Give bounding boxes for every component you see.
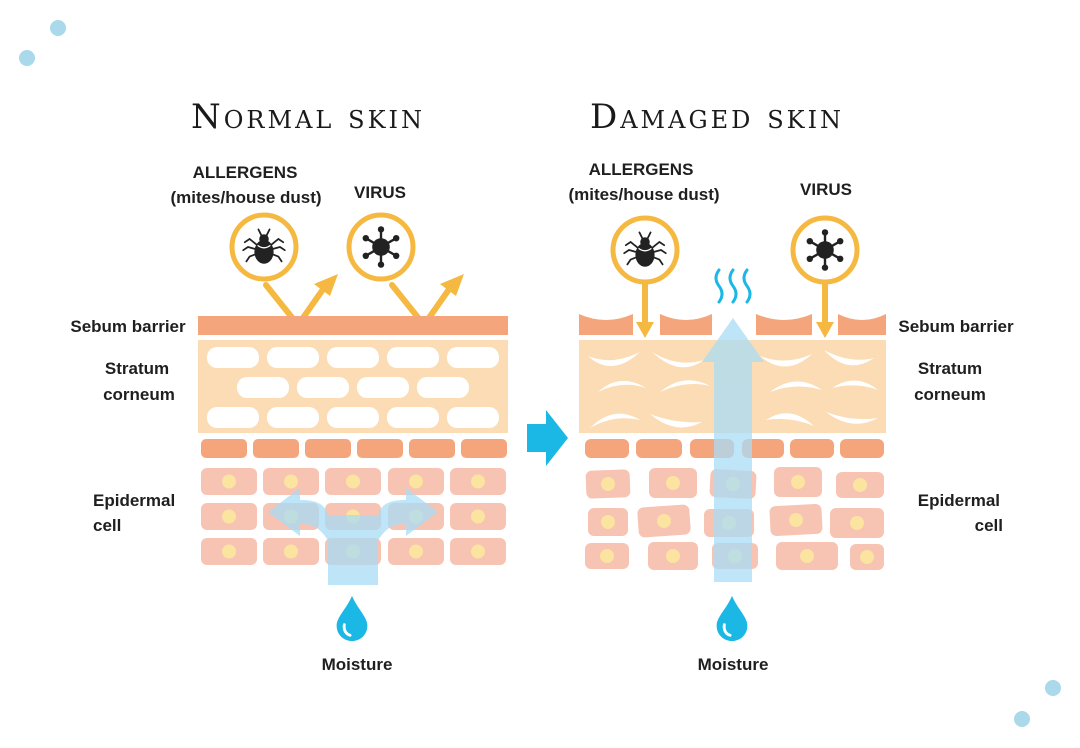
corneocyte bbox=[387, 407, 439, 428]
cell-nucleus bbox=[471, 474, 485, 489]
corneocyte bbox=[417, 377, 469, 398]
damaged-virus-badge bbox=[790, 215, 860, 285]
cell-nucleus bbox=[409, 474, 423, 489]
normal-skin-title: Normal skin bbox=[191, 97, 425, 137]
corneocyte bbox=[447, 407, 499, 428]
cell-nucleus bbox=[222, 474, 236, 489]
corneocyte bbox=[237, 377, 289, 398]
decorative-dots bbox=[19, 20, 1061, 727]
damaged-moisture-label: Moisture bbox=[698, 655, 769, 674]
normal-moisture-label: Moisture bbox=[322, 655, 393, 674]
corneocyte bbox=[387, 347, 439, 368]
basal-cell bbox=[461, 439, 507, 458]
cell-nucleus bbox=[222, 509, 236, 524]
evaporation-waves-icon bbox=[714, 268, 752, 304]
basal-cell bbox=[201, 439, 247, 458]
damaged-allergen-badge bbox=[610, 215, 680, 285]
corneocyte bbox=[267, 347, 319, 368]
damaged-sebum-barrier-label: Sebum barrier bbox=[898, 317, 1014, 336]
damaged-penetration-arrows bbox=[636, 280, 834, 338]
normal-water-drop-icon bbox=[335, 594, 369, 642]
damaged-stratum-cells bbox=[588, 350, 878, 428]
normal-epidermal-label-2: cell bbox=[93, 516, 121, 535]
cell-nucleus bbox=[471, 509, 485, 524]
normal-virus-label: VIRUS bbox=[354, 183, 406, 202]
cell-nucleus bbox=[284, 544, 298, 559]
damaged-allergens-label: ALLERGENS bbox=[589, 160, 694, 179]
damaged-virus-label: VIRUS bbox=[800, 180, 852, 199]
normal-sebum-barrier-label: Sebum barrier bbox=[70, 317, 186, 336]
basal-cell bbox=[357, 439, 403, 458]
normal-moisture-flow bbox=[268, 488, 438, 585]
normal-stratum-label-1: Stratum bbox=[105, 359, 169, 378]
damaged-allergens-sub-label: (mites/house dust) bbox=[568, 185, 719, 204]
corneocyte bbox=[207, 347, 259, 368]
cell-nucleus bbox=[222, 544, 236, 559]
corneocyte bbox=[297, 377, 349, 398]
cell-nucleus bbox=[409, 544, 423, 559]
basal-cell bbox=[305, 439, 351, 458]
corneocyte bbox=[267, 407, 319, 428]
normal-stratum-label-2: corneum bbox=[103, 385, 175, 404]
damaged-stratum-label-2: corneum bbox=[914, 385, 986, 404]
basal-cell bbox=[253, 439, 299, 458]
right-arrow-icon bbox=[527, 410, 568, 466]
damaged-sebum-barrier bbox=[579, 314, 886, 335]
corneocyte bbox=[447, 347, 499, 368]
cell-nucleus bbox=[346, 474, 360, 489]
damaged-epidermal-label-1: Epidermal bbox=[918, 491, 1000, 510]
normal-virus-badge bbox=[346, 212, 416, 282]
corneocyte bbox=[327, 407, 379, 428]
normal-allergens-label: ALLERGENS bbox=[193, 163, 298, 182]
normal-epidermal-label-1: Epidermal bbox=[93, 491, 175, 510]
basal-cell bbox=[409, 439, 455, 458]
cell-nucleus bbox=[284, 474, 298, 489]
damaged-water-drop-icon bbox=[715, 594, 749, 642]
normal-allergens-sub-label: (mites/house dust) bbox=[170, 188, 321, 207]
corneocyte bbox=[357, 377, 409, 398]
normal-sebum-barrier bbox=[198, 316, 508, 335]
corneocyte bbox=[327, 347, 379, 368]
damaged-skin-title: Damaged skin bbox=[590, 97, 844, 137]
damaged-moisture-escape-arrow bbox=[702, 318, 764, 582]
damaged-stratum-label-1: Stratum bbox=[918, 359, 982, 378]
normal-deflection-arrowheads bbox=[314, 274, 464, 296]
damaged-epidermal-label-2: cell bbox=[975, 516, 1003, 535]
normal-allergen-badge bbox=[229, 212, 299, 282]
corneocyte bbox=[207, 407, 259, 428]
normal-skin-panel: Normal skin ALLERGENS (mites/house dust)… bbox=[70, 97, 508, 674]
cell-nucleus bbox=[471, 544, 485, 559]
normal-stratum-cells bbox=[207, 347, 499, 428]
damaged-skin-panel: Damaged skin ALLERGENS (mites/house dust… bbox=[568, 97, 1014, 674]
